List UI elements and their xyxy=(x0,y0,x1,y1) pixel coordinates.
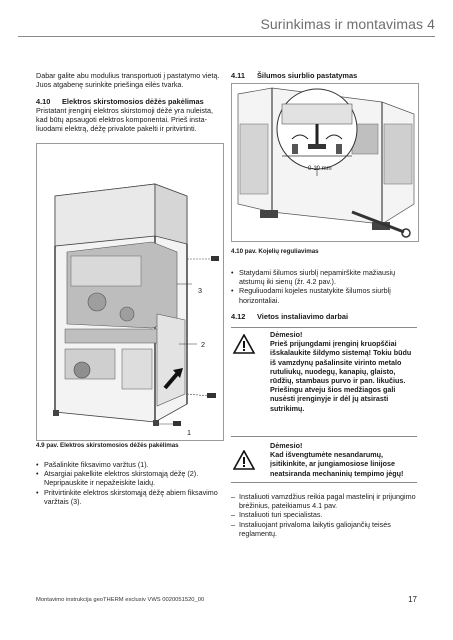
warning-rule-mid xyxy=(231,436,417,437)
right-bullet-list: Statydami šilumos siurblį nepamirškite m… xyxy=(231,268,417,305)
dash-item: Instaliuojant privaloma laikytis galioja… xyxy=(231,520,417,538)
figure-callout-1: 1 xyxy=(187,428,191,437)
section-number: 4.12 xyxy=(231,312,246,321)
figure-4-9-caption: 4.9 pav. Elektros skirstomosios dėžės pa… xyxy=(36,442,179,449)
warning-icon xyxy=(232,449,256,472)
footer-doc-title: Montavimo instrukcija geoTHERM exclusiv … xyxy=(36,597,205,603)
dimension-label: 0-10 mm xyxy=(308,166,332,172)
intro-paragraph: Dabar galite abu modulius transportuoti … xyxy=(36,71,220,90)
warning-rule-top xyxy=(231,327,417,328)
bullet-item: Pritvirtinkite elektros skirstomąją dėžę… xyxy=(36,488,221,506)
electrical-box-illustration xyxy=(53,183,219,426)
dash-item: Instaliuoti vamzdžius reikia pagal maste… xyxy=(231,492,417,510)
section-4-11-heading: 4.11 Šilumos siurblio pastatymas xyxy=(231,71,421,81)
figure-callout-2: 2 xyxy=(201,340,205,349)
figure-4-10-caption: 4.10 pav. Kojelių reguliavimas xyxy=(231,248,319,255)
figure-4-9: 3 2 1 xyxy=(36,143,224,441)
header-rule xyxy=(18,36,435,37)
bullet-item: Pašalinkite fiksavimo varžtus (1). xyxy=(36,460,221,469)
section-title: Vietos instaliavimo darbai xyxy=(257,312,349,321)
bullet-item: Reguliuodami kojeles nustatykite šilumos… xyxy=(231,286,417,304)
section-number: 4.11 xyxy=(231,71,245,80)
section-title: Šilumos siurblio pastatymas xyxy=(257,71,358,80)
left-bullet-list: Pašalinkite fiksavimo varžtus (1). Atsar… xyxy=(36,460,221,506)
warning-2-text: Kad išvengtumėte nesandarumų, įsitikinki… xyxy=(270,450,404,478)
warning-1: Dėmesio! Prieš prijungdami įrenginį kruo… xyxy=(270,330,418,413)
warning-1-heading: Dėmesio! xyxy=(270,330,303,339)
right-dash-list: Instaliuoti vamzdžius reikia pagal maste… xyxy=(231,492,417,538)
warning-rule-bottom xyxy=(231,482,417,483)
figure-callout-3: 3 xyxy=(198,286,202,295)
warning-icon xyxy=(232,333,256,356)
bullet-item: Atsargiai pakelkite elektros skirstomąją… xyxy=(36,469,221,487)
bullet-item: Statydami šilumos siurblį nepamirškite m… xyxy=(231,268,417,286)
warning-2: Dėmesio! Kad išvengtumėte nesandarumų, į… xyxy=(270,441,418,478)
section-number: 4.10 xyxy=(36,97,51,106)
page-header-title: Surinkimas ir montavimas 4 xyxy=(260,16,435,32)
section-title: Elektros skirstomosios dėžės pakėlimas xyxy=(62,97,204,106)
page-number: 17 xyxy=(408,595,417,604)
warning-2-heading: Dėmesio! xyxy=(270,441,303,450)
figure-4-10: 0-10 mm xyxy=(231,83,419,242)
section-4-10-heading: 4.10 Elektros skirstomosios dėžės pakėlim… xyxy=(36,97,226,107)
section-4-12-heading: 4.12 Vietos instaliavimo darbai xyxy=(231,312,421,322)
warning-1-text: Prieš prijungdami įrenginį kruopščiai iš… xyxy=(270,339,412,413)
dash-item: Instaliuoti turi specialistas. xyxy=(231,510,417,519)
section-4-10-body: Pristatant įrenginį elektros skirstomoji… xyxy=(36,106,213,134)
leg-adjustment-illustration xyxy=(237,87,415,238)
